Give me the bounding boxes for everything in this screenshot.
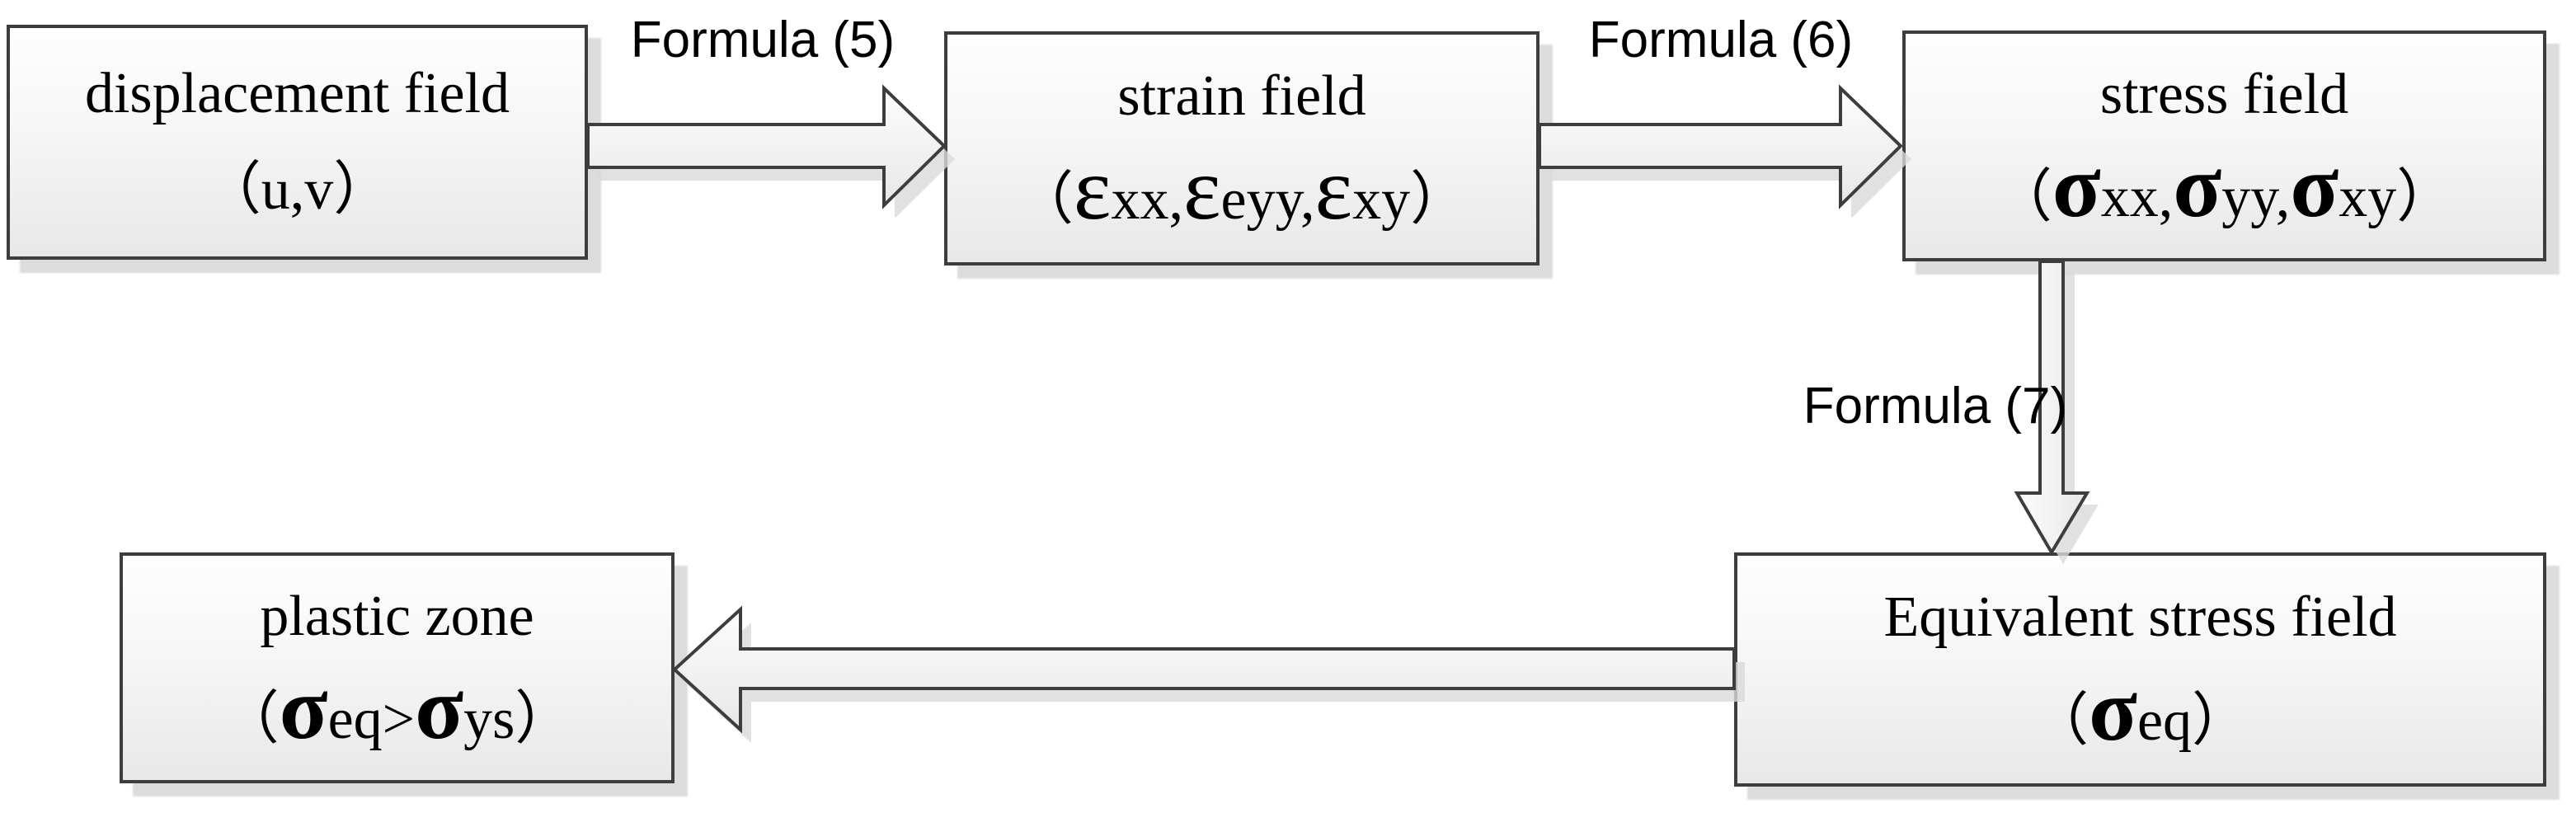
arrow-right-formula-6-icon: [1538, 84, 1911, 219]
label-formula-6: Formula (6): [1588, 12, 1854, 68]
box-title: plastic zone: [260, 585, 534, 648]
box-title: stress field: [2099, 63, 2349, 126]
box-title: strain field: [1117, 64, 1366, 129]
arrow-right-formula-5-icon: [586, 84, 955, 219]
arrow-left-icon: [672, 605, 1745, 743]
box-displacement-field: displacement field （u,v）: [7, 25, 588, 260]
box-symbols: （εxx,εeyy,εxy）: [1015, 139, 1469, 239]
box-title: Equivalent stress field: [1883, 585, 2397, 650]
label-formula-7: Formula (7): [1803, 378, 2068, 435]
box-symbols: （σeq>σys）: [221, 658, 573, 758]
label-formula-5: Formula (5): [630, 12, 895, 68]
box-plastic-zone: plastic zone （σeq>σys）: [120, 552, 675, 783]
box-equivalent-stress-field: Equivalent stress field （σeq）: [1734, 552, 2546, 787]
box-symbols: （σxx,σyy,σxy）: [1994, 136, 2455, 236]
box-strain-field: strain field （εxx,εeyy,εxy）: [944, 31, 1539, 266]
box-symbols: （u,v）: [203, 158, 392, 223]
box-symbols: （σeq）: [2030, 660, 2250, 760]
box-stress-field: stress field （σxx,σyy,σxy）: [1902, 31, 2546, 261]
box-title: displacement field: [84, 62, 510, 126]
